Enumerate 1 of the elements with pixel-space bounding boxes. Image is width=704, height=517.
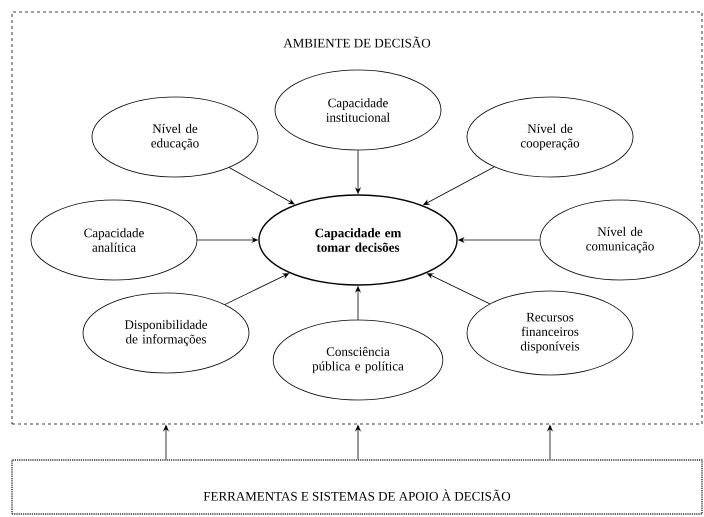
tools-frame: FERRAMENTAS E SISTEMAS DE APOIO À DECISÃO (11, 459, 703, 515)
